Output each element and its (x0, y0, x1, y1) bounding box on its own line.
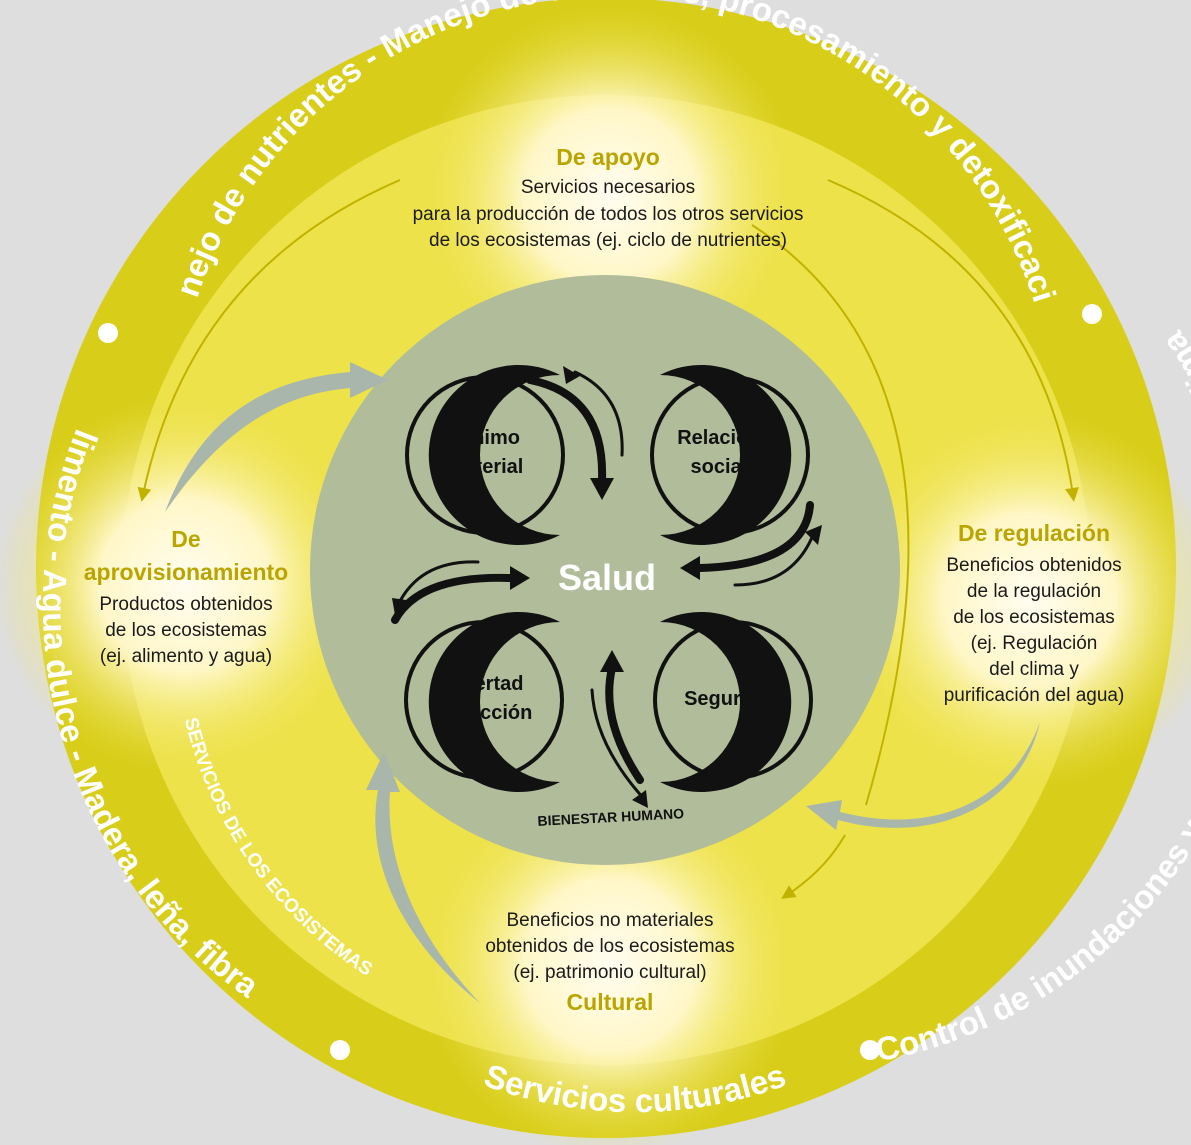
aprovisionamiento-title-1: De (171, 526, 200, 552)
ring-dot (1082, 304, 1102, 324)
label-libertad-1: Libertad (445, 673, 524, 695)
cultural-line-2: obtenidos de los ecosistemas (485, 936, 734, 957)
cultural-title: Cultural (567, 989, 654, 1015)
label-minimo-2: material (447, 456, 524, 478)
grey-arrow-cultural (366, 752, 480, 1003)
regulacion-line-6: purificación del agua) (944, 685, 1125, 706)
regulacion-line-4: (ej. Regulación (971, 633, 1098, 654)
regulacion-line-5: del clima y (989, 659, 1079, 680)
crescent-minimo (428, 365, 560, 545)
service-cultural: Beneficios no materiales obtenidos de lo… (485, 910, 734, 1015)
cultural-line-3: (ej. patrimonio cultural) (513, 962, 706, 983)
label-libertad-2: y elección (436, 702, 533, 724)
label-relaciones-2: sociales (691, 456, 770, 478)
aprovisionamiento-line-2: de los ecosistemas (105, 620, 267, 641)
apoyo-title: De apoyo (556, 144, 660, 170)
service-regulacion: De regulación Beneficios obtenidos de la… (944, 520, 1125, 706)
aprovisionamiento-title-2: aprovisionamiento (84, 559, 288, 585)
aprovisionamiento-line-1: Productos obtenidos (99, 594, 272, 615)
crescent-relaciones (660, 365, 792, 545)
service-aprovisionamiento: De aprovisionamiento Productos obtenidos… (84, 526, 288, 667)
grey-arrow-aprovisionamiento (165, 362, 388, 512)
apoyo-line-3: de los ecosistemas (ej. ciclo de nutrien… (429, 230, 787, 251)
glow-regulacion (840, 410, 1191, 790)
label-relaciones-1: Relaciones (677, 427, 783, 449)
wellbeing-libertad-eleccion: Libertad y elección (404, 612, 564, 793)
connector-apoyo-to-cultural (751, 224, 910, 806)
ring-dot (330, 1040, 350, 1060)
connector-apoyo-to-regulacion (827, 179, 1079, 502)
apoyo-line-2: para la producción de todos los otros se… (413, 204, 804, 225)
cultural-line-1: Beneficios no materiales (507, 910, 714, 931)
regulacion-line-3: de los ecosistemas (953, 607, 1115, 628)
regulacion-line-2: de la regulación (967, 581, 1101, 602)
glow-aprovisionamiento (0, 395, 375, 775)
black-arrowheads (392, 366, 822, 808)
center-label: Salud (558, 557, 656, 598)
regulacion-title: De regulación (958, 520, 1110, 546)
connector-to-cultural (781, 834, 846, 899)
crescent-libertad (428, 612, 560, 793)
wellbeing-relaciones-sociales: Relaciones sociales (650, 365, 810, 545)
wellbeing-label: BIENESTAR HUMANO (537, 805, 684, 829)
wellbeing-seguridad: Seguridad (653, 612, 813, 793)
ring-dot (98, 323, 118, 343)
connector-apoyo-to-aprovisionamiento (137, 179, 401, 502)
glow-cultural (420, 775, 800, 1145)
ring-dot (860, 1040, 880, 1060)
label-minimo-1: Mínimo (450, 427, 520, 449)
grey-arrow-regulacion (806, 722, 1040, 830)
aprovisionamiento-line-3: (ej. alimento y agua) (100, 646, 272, 667)
black-arrows (391, 370, 817, 802)
crescent-seguridad (660, 612, 792, 793)
wellbeing-minimo-material: Mínimo material (405, 365, 565, 545)
regulacion-line-1: Beneficios obtenidos (946, 555, 1121, 576)
service-apoyo: De apoyo Servicios necesarios para la pr… (413, 144, 804, 251)
label-seguridad: Seguridad (684, 688, 782, 710)
apoyo-line-1: Servicios necesarios (521, 177, 695, 198)
